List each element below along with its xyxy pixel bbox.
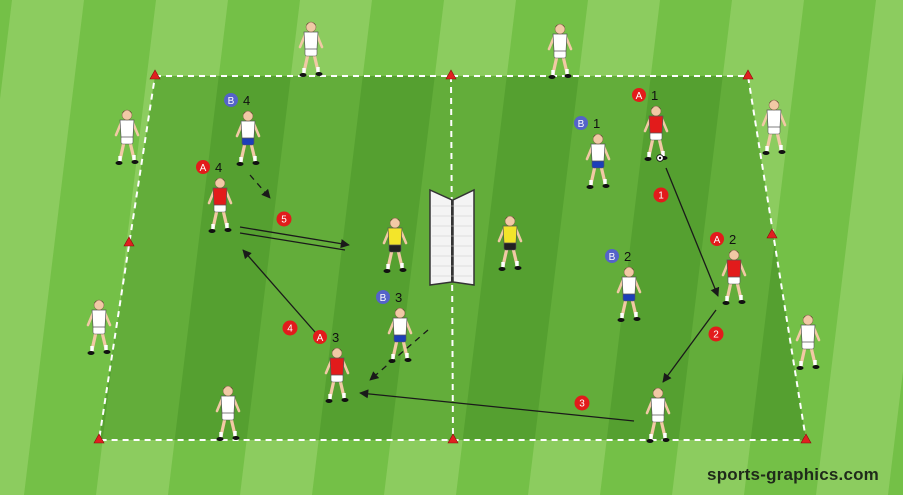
player-top-1 [298, 21, 324, 77]
team-letter: B [380, 293, 387, 304]
grass-stripe [888, 371, 903, 495]
cone-icon [447, 433, 459, 444]
cone-icon [742, 69, 754, 80]
pass-arrow-4 [242, 249, 323, 341]
player-number: 4 [215, 160, 222, 175]
team-badge: A [196, 160, 210, 174]
goal-net [452, 188, 475, 286]
team-badge: A [632, 88, 646, 102]
team-letter: A [200, 163, 207, 174]
player-number: 1 [651, 88, 658, 103]
step-marker-5: 5 [276, 211, 292, 227]
team-letter: B [578, 119, 585, 130]
team-letter: A [636, 91, 643, 102]
step-marker-4: 4 [282, 320, 298, 336]
player-left-1 [114, 109, 140, 165]
player-number: 3 [395, 290, 402, 305]
team-badge: A [313, 330, 327, 344]
player-right-1 [761, 99, 787, 155]
player-number: 4 [243, 93, 250, 108]
player-number: 3 [332, 330, 339, 345]
watermark: sports-graphics.com [707, 465, 879, 484]
player-number: 2 [729, 232, 736, 247]
player-right-2 [795, 314, 821, 370]
shot-arrow-5b [239, 232, 346, 251]
grass-stripe [0, 0, 12, 99]
team-letter: B [609, 252, 616, 263]
player-bottom-1 [215, 385, 241, 441]
pass-arrow-2 [662, 309, 717, 383]
cone-icon [445, 69, 457, 80]
team-letter: B [228, 96, 235, 107]
movement-arrows [239, 167, 720, 422]
pass-arrow-1 [665, 167, 720, 297]
step-marker-1: 1 [653, 187, 669, 203]
team-badge: B [574, 116, 588, 130]
step-label: 3 [579, 399, 585, 410]
cone-icon [149, 69, 161, 80]
step-label: 4 [287, 324, 293, 335]
goal-net [429, 188, 453, 286]
cone-icon [766, 228, 778, 239]
pass-arrow-3 [359, 389, 635, 422]
player-number: 1 [593, 116, 600, 131]
team-letter: A [317, 333, 324, 344]
player-bottom-2 [645, 387, 671, 443]
shot-arrow-5 [239, 226, 350, 249]
cone-icon [800, 433, 812, 444]
player-gk-left [382, 217, 408, 273]
team-badge: A [710, 232, 724, 246]
step-label: 5 [281, 215, 287, 226]
cone-icon [93, 433, 105, 444]
cone-icon [123, 236, 135, 247]
step-label: 2 [713, 330, 719, 341]
team-badge: B [376, 290, 390, 304]
cones [93, 69, 812, 444]
team-badge: B [605, 249, 619, 263]
step-label: 1 [658, 191, 664, 202]
player-left-2 [86, 299, 112, 355]
player-number: 2 [624, 249, 631, 264]
halfway-line [450, 75, 454, 441]
soccer-ball-icon [656, 154, 664, 162]
team-letter: A [714, 235, 721, 246]
player-gk-right [497, 215, 523, 271]
step-markers: 1 2 3 4 5 [276, 187, 724, 411]
double-sided-mini-goal-icon [429, 188, 475, 286]
step-marker-2: 2 [708, 326, 724, 342]
player-top-2 [547, 23, 573, 79]
team-badge: B [224, 93, 238, 107]
run-arrow-b4 [249, 174, 271, 199]
step-marker-3: 3 [574, 395, 590, 411]
run-arrow-b3 [369, 329, 429, 381]
